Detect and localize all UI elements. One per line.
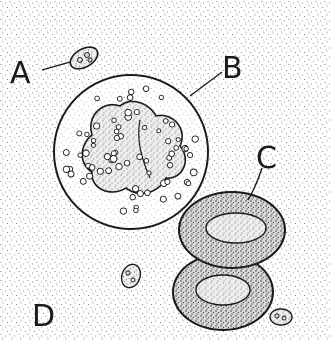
granule: [116, 125, 121, 130]
granule: [120, 208, 126, 214]
granule: [134, 208, 138, 212]
granule: [78, 153, 82, 157]
granule: [114, 129, 119, 134]
granule: [186, 181, 191, 186]
label-b: B: [222, 51, 243, 86]
label-d: D: [32, 299, 55, 334]
granule: [133, 186, 139, 192]
granule: [145, 190, 151, 196]
granule: [116, 163, 122, 169]
granule: [63, 150, 69, 156]
label-c: C: [256, 141, 277, 176]
granule: [127, 95, 133, 101]
granule: [89, 165, 95, 171]
granule: [83, 150, 89, 156]
label-a: A: [10, 56, 31, 91]
granule: [137, 191, 143, 197]
granule: [147, 171, 151, 175]
granule: [112, 118, 116, 122]
granule: [184, 147, 188, 151]
granule: [130, 195, 135, 200]
granule: [137, 154, 143, 160]
granule: [175, 193, 181, 199]
granule: [97, 168, 103, 174]
granule: [144, 159, 149, 164]
granule: [124, 160, 130, 166]
granule: [176, 138, 180, 142]
granule: [129, 89, 134, 94]
red-blood-cell-upper: [179, 192, 285, 268]
granule: [91, 138, 95, 142]
granule: [174, 146, 179, 151]
granule: [170, 122, 175, 127]
granule: [114, 135, 119, 140]
granule: [169, 151, 175, 157]
granule: [160, 196, 166, 202]
granule: [117, 96, 122, 101]
granule: [167, 163, 172, 168]
granule: [188, 153, 193, 158]
granule: [80, 179, 86, 185]
granule: [104, 154, 110, 160]
granule: [77, 131, 82, 136]
granule: [106, 168, 112, 174]
granule: [110, 155, 117, 162]
granule: [166, 139, 171, 144]
granule: [157, 129, 161, 133]
granule: [159, 95, 163, 99]
granule: [125, 109, 132, 116]
granule: [87, 173, 93, 179]
granule: [85, 132, 89, 136]
granule: [190, 169, 197, 176]
granule: [143, 86, 149, 92]
granule: [164, 119, 169, 124]
granule: [142, 126, 146, 130]
granule: [95, 96, 100, 101]
platelet-small-right: [270, 309, 292, 325]
granule: [134, 110, 139, 115]
granule: [91, 143, 95, 147]
white-blood-cell-b: [54, 75, 208, 229]
granule: [68, 171, 74, 177]
granule: [165, 179, 170, 184]
granule: [192, 136, 198, 142]
granule: [94, 123, 100, 129]
